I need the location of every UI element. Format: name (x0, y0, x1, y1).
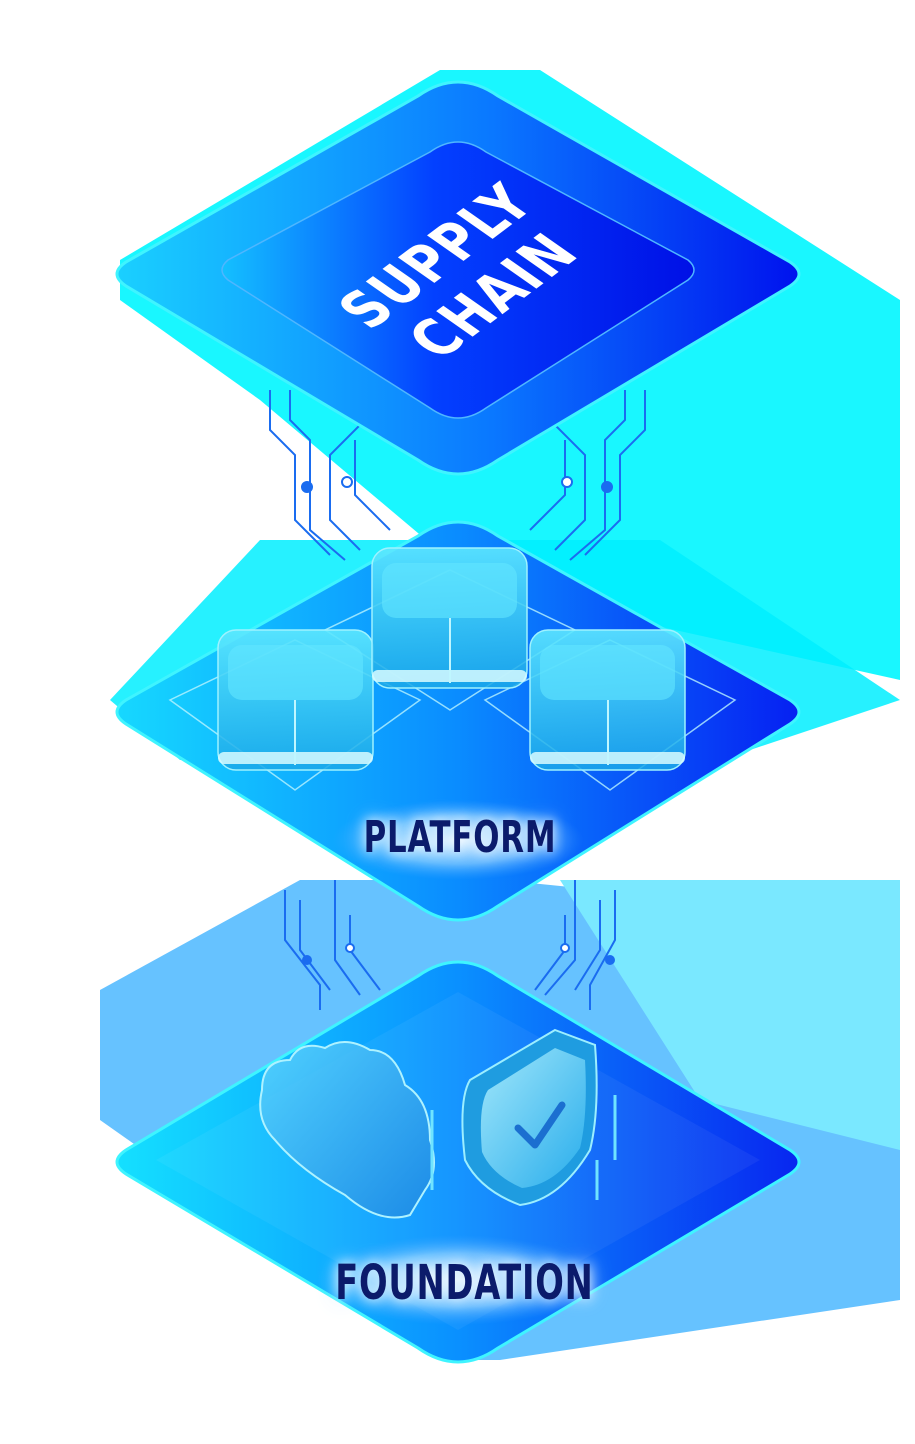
supply-chain-layer (115, 80, 801, 476)
circuit-connectors-lower (284, 880, 616, 1010)
platform-label-glow (333, 800, 583, 880)
shield-check-icon (461, 1028, 617, 1207)
foundation-label: FOUNDATION (335, 1255, 594, 1311)
platform-label: PLATFORM (363, 812, 557, 863)
platform-layer (115, 520, 801, 922)
foundation-label-glow (318, 1235, 598, 1325)
foundation-layer (115, 960, 801, 1364)
cube-icon (371, 547, 528, 689)
cloud-icon (259, 1041, 435, 1219)
cube-icon (529, 629, 686, 771)
cube-icon (217, 629, 374, 771)
